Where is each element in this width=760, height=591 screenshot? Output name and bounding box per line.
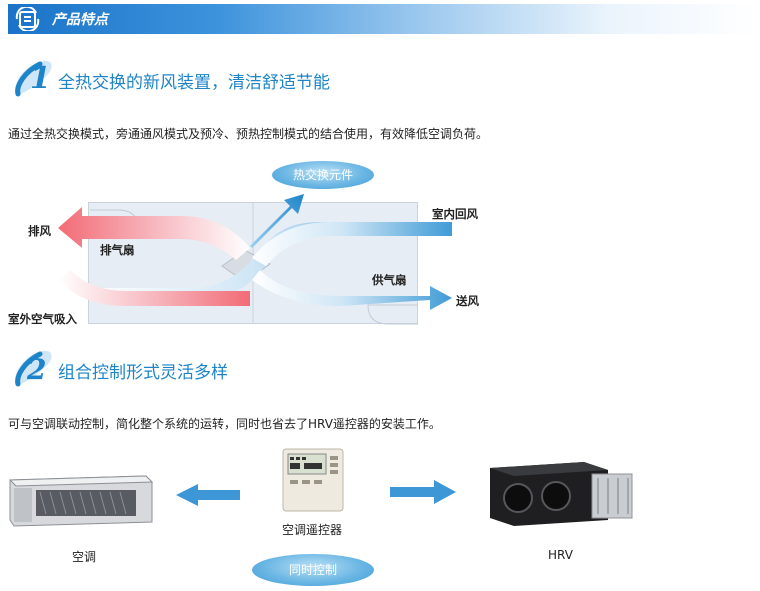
exhaust-fan-label: 排气扇 (100, 243, 135, 257)
arrow-left-icon (176, 484, 240, 506)
hrv-unit-image (490, 462, 633, 526)
section2-title: 组合控制形式灵活多样 (58, 363, 228, 383)
simultaneous-control-bubble: 同时控制 (252, 554, 374, 586)
section-number-1-icon: 1 (14, 60, 52, 97)
arrow-right-icon (390, 480, 456, 504)
heat-exchange-element-bubble: 热交换元件 (272, 161, 374, 189)
hrv-label: HRV (548, 548, 573, 562)
air-conditioner-label: 空调 (72, 550, 97, 564)
section-number-1: 1 (30, 61, 51, 96)
section1-title: 全热交换的新风装置，清洁舒适节能 (58, 73, 330, 93)
section-number-2: 2 (26, 353, 46, 386)
section-number-2-icon: 2 (14, 350, 52, 387)
supply-fan-label: 供气扇 (372, 273, 407, 287)
section2-description: 可与空调联动控制，简化整个系统的运转，同时也省去了HRV遥控器的安装工作。 (8, 417, 441, 431)
airflow-diagram (58, 194, 452, 325)
supply-air-label: 送风 (456, 294, 479, 308)
exhaust-label: 排风 (28, 224, 51, 238)
return-air-label: 室内回风 (432, 207, 478, 221)
product-features-icon (15, 7, 40, 31)
header-title: 产品特点 (52, 12, 108, 28)
outdoor-intake-label: 室外空气吸入 (8, 312, 77, 326)
section-header-bar (8, 4, 758, 34)
section1-description: 通过全热交换模式，旁通通风模式及预冷、预热控制模式的结合使用，有效降低空调负荷。 (8, 127, 489, 141)
remote-controller-label: 空调遥控器 (282, 523, 343, 537)
remote-controller-image (282, 448, 344, 512)
air-conditioner-image (8, 475, 154, 527)
